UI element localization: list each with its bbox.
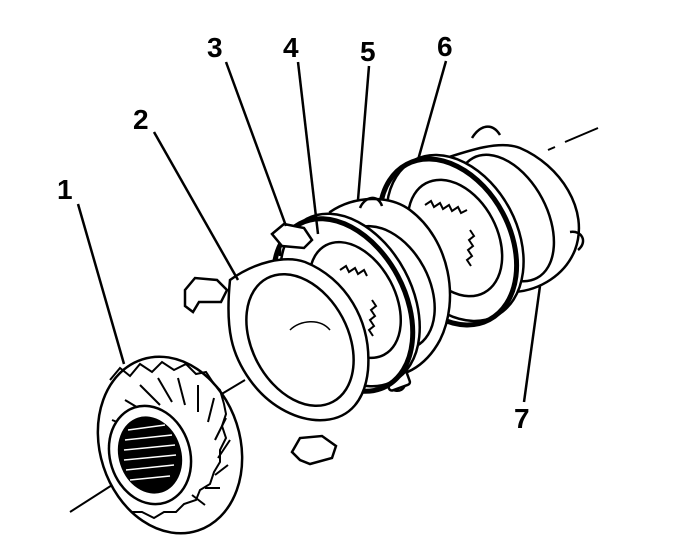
leader-line-4 [296,61,320,235]
side-clip-left [183,276,229,314]
callout-3: 3 [207,32,223,63]
callout-1: 1 [57,174,73,205]
callout-7: 7 [514,403,530,434]
callout-2: 2 [133,104,149,135]
leader-line-1 [76,203,126,365]
callout-5: 5 [360,36,376,67]
side-clip-bottom [290,434,338,466]
part-2-steel-plate [227,258,370,422]
leader-line-6 [416,60,448,161]
leader-line-3 [224,61,288,227]
leader-line-7 [522,285,542,403]
leader-line-2 [152,131,240,281]
callout-4: 4 [283,32,299,63]
callout-6: 6 [437,31,453,62]
leader-lines [76,60,542,403]
leader-line-5 [356,65,371,201]
part-1-side-gear [96,355,244,535]
